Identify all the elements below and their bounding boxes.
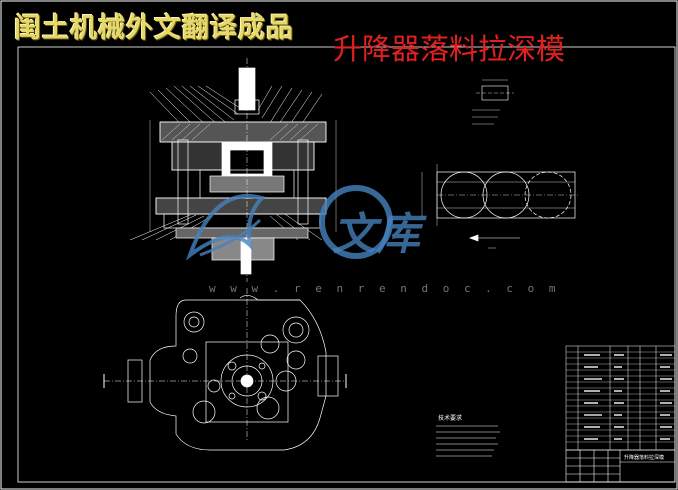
section-view bbox=[129, 58, 337, 282]
watermark-brand-text: 文库 bbox=[332, 209, 420, 260]
title-block bbox=[565, 449, 676, 483]
drawing-title: 升降器落料拉深模 bbox=[333, 32, 566, 66]
watermark-title-left: 闺土机械外文翻译成品 bbox=[14, 13, 294, 44]
tech-notes-lines bbox=[436, 425, 500, 457]
tech-notes-title: 技术要求 bbox=[438, 415, 463, 422]
parts-list bbox=[565, 345, 676, 451]
part-detail bbox=[472, 79, 514, 125]
sheet-inner-border bbox=[17, 46, 676, 483]
title-block-title: 升降器落料拉深模 bbox=[624, 455, 665, 461]
watermark-url: w w w . r e n r e n d o c . c o m bbox=[209, 282, 560, 295]
strip-layout bbox=[421, 164, 580, 249]
plan-view bbox=[103, 288, 347, 451]
watermark-logo-icon bbox=[185, 185, 393, 261]
